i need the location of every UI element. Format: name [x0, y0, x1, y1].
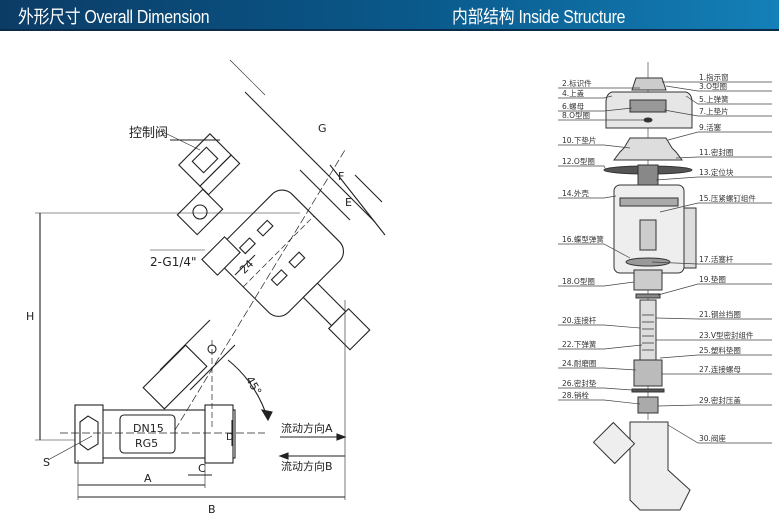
- part-label: 23.V型密封组件: [699, 330, 754, 340]
- dim-s: S: [43, 456, 50, 469]
- body-text-dn: DN15: [133, 422, 164, 435]
- part-label: 3.O型圈: [699, 82, 727, 91]
- part-label: 12.O型圈: [562, 157, 595, 166]
- part-label: 26.密封垫: [562, 378, 597, 388]
- flow-direction-b: 流动方向B: [281, 459, 333, 473]
- part-label: 20.连接杆: [562, 315, 597, 325]
- part-label: 6.螺母: [562, 101, 585, 111]
- leader-line: [663, 109, 772, 117]
- dim-e: E: [345, 196, 352, 209]
- leader-line: [558, 95, 613, 99]
- part-label: 9.活塞: [699, 122, 722, 132]
- leader-line: [558, 107, 633, 112]
- part-label: 10.下垫片: [562, 135, 596, 145]
- part-label: 24.耐磨圈: [562, 358, 596, 368]
- leader-line: [558, 165, 607, 171]
- dim-h: H: [26, 310, 34, 323]
- part-label: 4.上盖: [562, 88, 585, 98]
- leader-line: [685, 95, 772, 105]
- part-label: 27.连接螺母: [699, 364, 741, 374]
- part-label: 8.O型圈: [562, 111, 590, 120]
- part-label: 1.指示窗: [699, 72, 729, 82]
- leader-line: [558, 281, 635, 287]
- part-label: 19.垫圈: [699, 274, 726, 284]
- leader-line: [659, 202, 772, 213]
- part-label: 25.塑料垫圈: [699, 345, 741, 355]
- dim-d: D: [226, 432, 234, 443]
- leader-line: [651, 261, 772, 265]
- part-labels: 1.指示窗 2.标识件 3.O型圈 4.上盖 5.上弹簧 6.螺母 7.上垫片 8.O型圈 9.…: [558, 72, 772, 444]
- leader-line: [657, 283, 772, 296]
- control-valve-label: 控制阀: [129, 126, 168, 141]
- leader-line: [665, 85, 772, 92]
- part-label: 17.活塞杆: [699, 254, 734, 264]
- flow-direction-a: 流动方向A: [281, 421, 333, 435]
- leader-line: [558, 324, 641, 329]
- overall-dimension-title: 外形尺寸 Overall Dimension: [18, 7, 210, 27]
- part-label: 30.阀座: [699, 433, 726, 443]
- part-label: 16.蝶型弹簧: [562, 234, 604, 244]
- leader-line: [667, 424, 772, 444]
- part-label: 5.上弹簧: [699, 94, 729, 104]
- leader-line: [675, 156, 772, 159]
- part-label: 13.定位块: [699, 167, 734, 177]
- part-label: 18.O型圈: [562, 277, 595, 286]
- leader-line: [655, 317, 772, 320]
- leader-line: [659, 354, 772, 359]
- part-label: 15.压紧螺钉组件: [699, 193, 756, 203]
- part-label: 28.销栓: [562, 390, 589, 400]
- dim-f: F: [338, 170, 344, 183]
- leader-line: [558, 387, 633, 391]
- leader-line: [558, 144, 631, 149]
- part-label: 11.密封圈: [699, 147, 733, 157]
- port-size-label: 2-G1/4": [150, 255, 197, 269]
- dim-a: A: [144, 472, 152, 485]
- leader-line: [558, 344, 643, 350]
- dim-c: C: [198, 462, 206, 475]
- part-label: 22.下弹簧: [562, 339, 597, 349]
- leader-line: [667, 131, 772, 141]
- valve-outline-drawing: [35, 59, 386, 500]
- body-text-rg: RG5: [135, 437, 158, 450]
- inside-structure-title: 内部结构 Inside Structure: [452, 7, 626, 27]
- leader-line: [558, 367, 637, 371]
- leader-line: [558, 399, 641, 405]
- dim-b: B: [208, 503, 216, 516]
- leader-line: [657, 404, 772, 407]
- exploded-structure-drawing: [592, 62, 697, 511]
- section-header-bar: 外形尺寸 Overall Dimension 内部结构 Inside Struc…: [0, 0, 779, 31]
- leader-line: [558, 195, 617, 199]
- part-label: 29.密封压盖: [699, 395, 741, 405]
- part-label: 2.标识件: [562, 78, 592, 88]
- leader-line: [655, 176, 772, 181]
- part-label: 14.外壳: [562, 188, 589, 198]
- part-label: 21.钢丝挡圈: [699, 309, 741, 319]
- part-label: 7.上垫片: [699, 106, 729, 116]
- dim-g: G: [318, 122, 327, 135]
- leader-line: [558, 243, 631, 259]
